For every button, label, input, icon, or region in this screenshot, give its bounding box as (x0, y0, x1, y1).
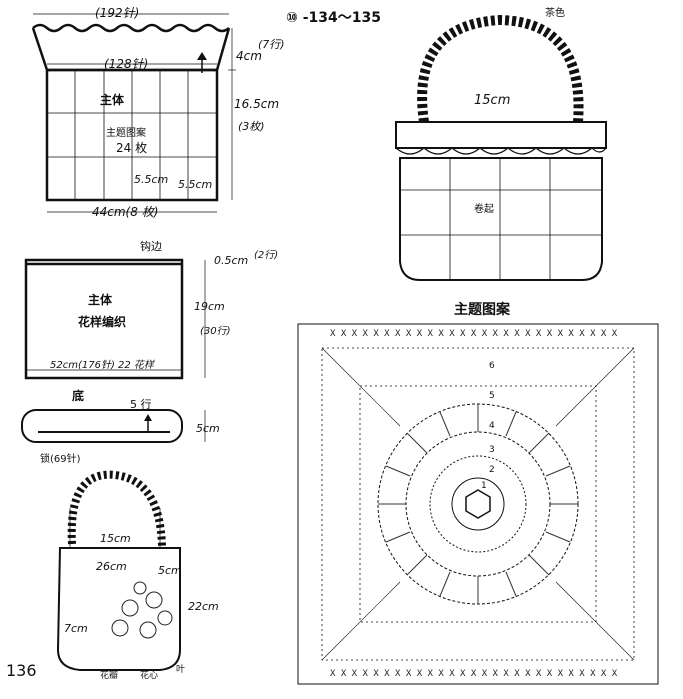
bag-depth: 5cm (158, 564, 182, 577)
bottom-width-label: 44cm(8 枚) (92, 205, 158, 219)
round-4: 4 (489, 421, 495, 431)
base-label: 底 (72, 388, 84, 403)
chain-note: 锁(69针) (40, 452, 81, 465)
color-label: 茶色 (545, 6, 565, 19)
svg-text:X X X X X X X X X X X X X X X: X X X X X X X X X X X X X X X X X X X X … (330, 329, 618, 339)
bag-width: 26cm (96, 560, 127, 573)
top-width-label: (192针) (95, 6, 139, 20)
bag-handle-len: 15cm (100, 532, 131, 545)
middle-schematic: 钩边 0.5cm (2行) 主体 花样编织 19cm (30行) 52cm(17… (21, 239, 278, 465)
round-5: 5 (489, 391, 495, 401)
svg-text:X X X X X X X X X X X X X X X: X X X X X X X X X X X X X X X X X X X X … (330, 669, 618, 679)
cell-width: 5.5cm (134, 173, 168, 186)
mid-width-label: (128针) (104, 57, 148, 71)
label-leaf: 叶 (176, 664, 185, 675)
page-number: 136 (6, 661, 37, 680)
flower-size: 7cm (64, 622, 88, 635)
small-bag-illustration: 15cm 26cm 5cm 22cm 7cm 花瓣 花心 叶 (56, 470, 219, 681)
pattern-number: ⑩ -134～135 (286, 10, 381, 26)
top-schematic: (192针) (128针) 4cm (7行) 16.5cm (3枚) 主体 主题… (31, 6, 285, 219)
ruffle-height: 4cm (236, 49, 262, 63)
ruffle-rows: (7行) (258, 38, 285, 51)
bag-height: 22cm (188, 600, 219, 613)
label-center: 花心 (140, 669, 158, 681)
large-bag-illustration: 茶色 15cm 卷起 (395, 6, 607, 281)
base-height: 5cm (196, 422, 220, 435)
edge-label: 钩边 (140, 239, 162, 253)
big-handle-len: 15cm (474, 93, 510, 108)
round-3: 3 (489, 445, 495, 455)
mid-body-label: 主体 (88, 292, 113, 307)
edge-rows: (2行) (254, 249, 278, 261)
body-label: 主体 (100, 92, 125, 107)
motif-chart-title: 主题图案 (454, 301, 511, 318)
base-rows: 5 行 (130, 398, 152, 411)
round-6: 6 (489, 361, 495, 371)
label-petal: 花瓣 (100, 669, 118, 681)
roll-label: 卷起 (474, 202, 494, 215)
mid-height: 19cm (194, 300, 225, 313)
cell-height: 5.5cm (178, 178, 212, 191)
body-height: 16.5cm (234, 97, 279, 111)
edge-height: 0.5cm (214, 254, 248, 267)
body-rows: (3枚) (238, 120, 265, 133)
stitch-label: 花样编织 (78, 314, 126, 329)
mid-rows: (30行) (200, 325, 231, 337)
round-1: 1 (481, 481, 487, 491)
motif-count: 24 枚 (116, 140, 147, 155)
motif-label: 主题图案 (106, 126, 146, 139)
motif-chart: X X X X X X X X X X X X X X X X X X X X … (297, 323, 659, 685)
round-2: 2 (489, 465, 495, 475)
mid-width-note: 52cm(176针) 22 花样 (50, 359, 156, 371)
